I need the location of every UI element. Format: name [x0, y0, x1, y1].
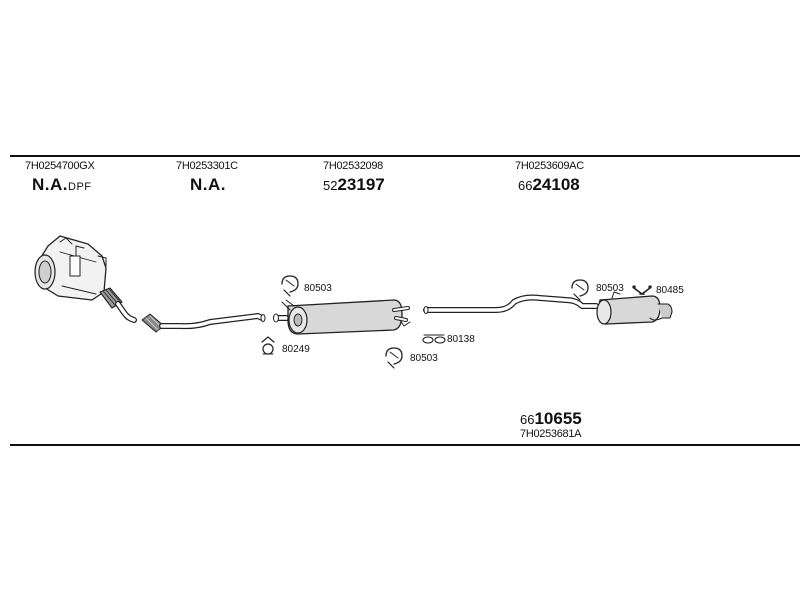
- code-mounting-kit: 6610655: [520, 409, 582, 429]
- part-label-clamp-c: 80503: [410, 353, 438, 364]
- hanger-icon: [422, 334, 446, 344]
- clamp-icon-d: [571, 279, 589, 301]
- bottom-divider: [10, 444, 800, 446]
- part-label-clamp-d: 80503: [596, 283, 624, 294]
- part-number-front-pipe: 7H0253301C: [176, 160, 238, 172]
- part-number-middle-silencer: 7H02532098: [323, 160, 384, 172]
- clamp-icon-c: [385, 347, 403, 369]
- label-front-pipe: N.A.: [190, 175, 226, 194]
- code-rear-silencer: 6624108: [518, 175, 580, 195]
- clamp-icon-a: [281, 275, 299, 297]
- code-mounting-kit-prefix: 66: [520, 412, 535, 427]
- code-rear-silencer-main: 24108: [532, 175, 580, 194]
- rear-silencer: [596, 291, 673, 325]
- code-middle-silencer: 5223197: [323, 175, 385, 195]
- front-pipe: [141, 313, 266, 333]
- dpf-unit: [34, 235, 107, 301]
- part-label-clamp-a: 80503: [304, 283, 332, 294]
- clamp-icon-b: [261, 336, 275, 355]
- part-label-clamp-b: 80249: [282, 344, 310, 355]
- rear-pipe: [423, 294, 599, 314]
- flex-connector: [99, 287, 137, 323]
- middle-silencer: [273, 299, 411, 335]
- bracket-icon: [632, 285, 652, 295]
- top-divider: [10, 155, 800, 157]
- code-middle-silencer-prefix: 52: [323, 178, 338, 193]
- label-dpf-text: N.A.: [32, 175, 68, 194]
- part-number-rear-silencer: 7H0253609AC: [515, 160, 584, 172]
- part-number-dpf: 7H0254700GX: [25, 160, 95, 172]
- code-middle-silencer-main: 23197: [337, 175, 385, 194]
- code-rear-silencer-prefix: 66: [518, 178, 533, 193]
- label-dpf: N.A.DPF: [32, 175, 92, 195]
- label-dpf-suffix: DPF: [68, 181, 92, 193]
- code-mounting-kit-main: 10655: [534, 409, 582, 428]
- part-number-mounting-kit: 7H0253681A: [520, 428, 582, 440]
- part-label-bracket: 80485: [656, 285, 684, 296]
- part-label-hanger: 80138: [447, 334, 475, 345]
